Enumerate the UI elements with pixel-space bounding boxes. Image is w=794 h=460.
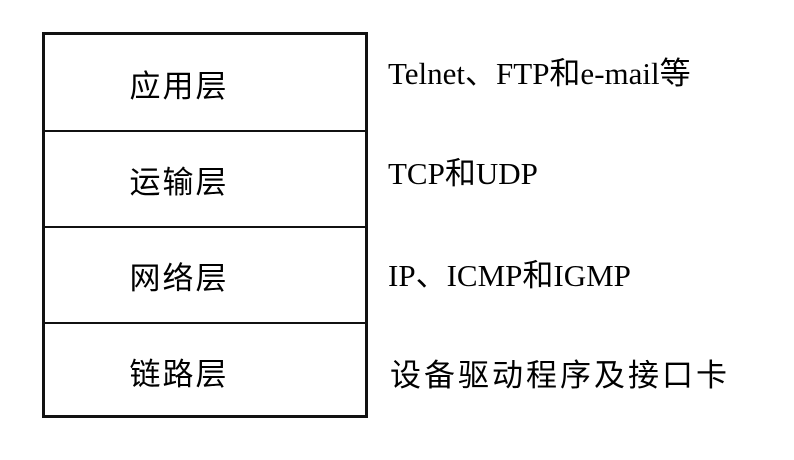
network-layer-protocols: IP、ICMP和IGMP (388, 258, 631, 293)
application-layer-label: 应用层 (129, 68, 229, 105)
application-layer-protocols: Telnet、FTP和e-mail等 (388, 56, 691, 91)
transport-layer-protocols: TCP和UDP (388, 156, 538, 191)
application-layer-box: 应用层 (45, 35, 365, 131)
transport-layer-box: 运输层 (45, 130, 365, 226)
network-layer-label: 网络层 (129, 260, 229, 297)
link-layer-protocols: 设备驱动程序及接口卡 (390, 358, 730, 394)
link-layer-label: 链路层 (129, 356, 229, 393)
transport-layer-label: 运输层 (129, 164, 229, 201)
protocol-stack-diagram: 应用层 运输层 网络层 链路层 (42, 32, 368, 418)
link-layer-box: 链路层 (45, 322, 365, 418)
network-layer-box: 网络层 (45, 226, 365, 322)
